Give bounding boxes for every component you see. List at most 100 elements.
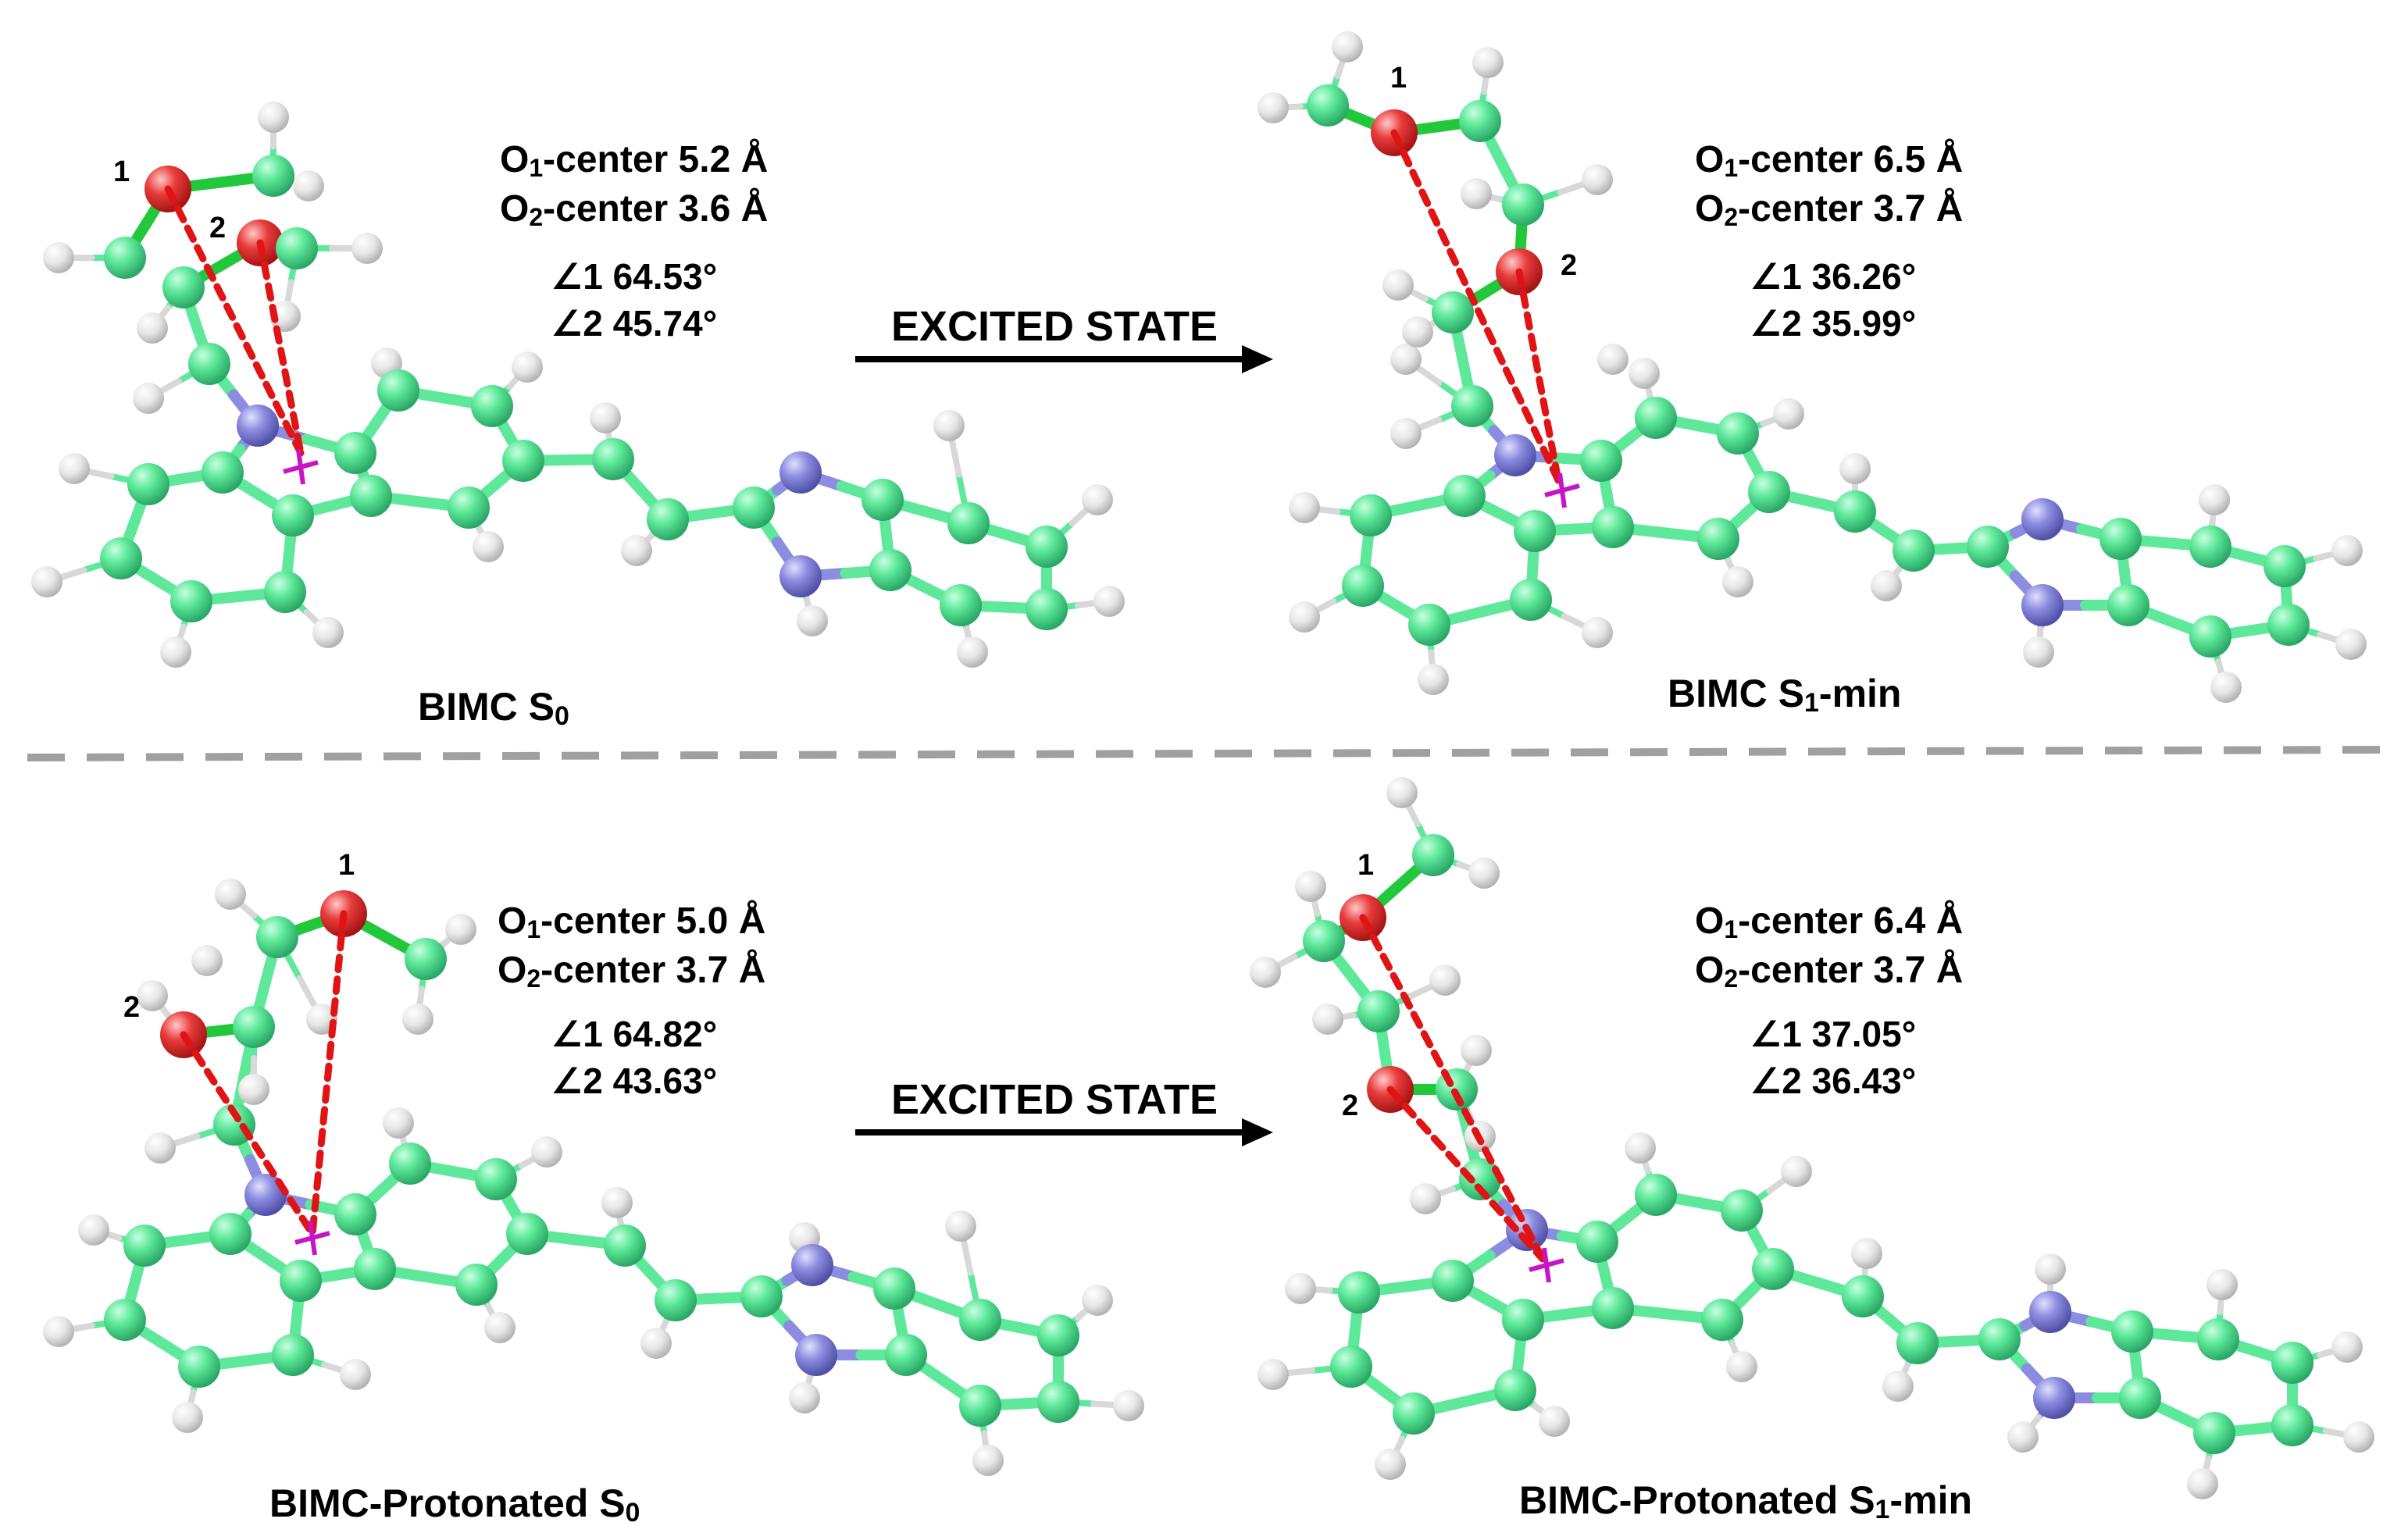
hydrogen-atom	[484, 1312, 515, 1343]
carbon-atom	[502, 440, 544, 482]
carbon-atom	[506, 1213, 548, 1255]
hydrogen-atom	[1285, 1273, 1316, 1304]
hydrogen-atom	[2199, 484, 2230, 515]
carbon-atom	[2119, 1377, 2161, 1419]
carbon-atom	[1303, 920, 1345, 962]
hydrogen-atom	[258, 102, 289, 133]
hydrogen-atom	[59, 453, 90, 484]
distance-dash-line	[1359, 914, 1546, 1263]
carbon-atom	[202, 451, 244, 494]
nitrogen-atom	[1494, 434, 1536, 476]
nitrogen-atom	[237, 405, 279, 447]
hydrogen-atom	[473, 531, 504, 562]
nitrogen-atom	[795, 1334, 837, 1376]
ring-center-marker	[283, 449, 319, 485]
nitrogen-atom	[244, 1174, 287, 1216]
carbon-atom	[1893, 529, 1935, 572]
hydrogen-atom	[445, 914, 476, 945]
hydrogen-atom	[1402, 316, 1433, 348]
oxygen-label-1: 1	[1390, 62, 1407, 94]
hydrogen-atom	[1332, 31, 1363, 62]
carbon-atom	[455, 1264, 498, 1306]
carbon-atom	[1967, 526, 2009, 568]
hydrogen-atom	[31, 566, 62, 597]
hydrogen-atom	[957, 636, 988, 668]
carbon-atom	[272, 1334, 314, 1376]
angle-1-value: ∠1 64.53°	[551, 256, 717, 297]
o2-center-distance: O2-center 3.7 Å	[1695, 949, 1963, 993]
carbon-atom	[1037, 1381, 1079, 1423]
carbon-atom	[1026, 588, 1068, 630]
hydrogen-atom	[1093, 586, 1125, 617]
hydrogen-atom	[1773, 398, 1804, 430]
oxygen-label-1: 1	[1357, 849, 1374, 882]
o2-center-distance: O2-center 3.7 Å	[498, 949, 765, 993]
panel-title: BIMC S0	[418, 685, 569, 731]
carbon-atom	[1580, 440, 1622, 482]
carbon-atom	[104, 237, 146, 279]
hydrogen-atom	[1726, 1351, 1757, 1382]
hydrogen-atom	[172, 1402, 203, 1433]
hydrogen-atom	[1289, 492, 1320, 523]
carbon-atom	[1432, 1260, 1474, 1302]
hydrogen-atom	[531, 1136, 562, 1168]
distance-dash-line	[309, 910, 348, 1238]
hydrogen-atom	[1629, 358, 1660, 389]
ring-center-marker	[1544, 472, 1580, 508]
carbon-atom	[873, 1267, 915, 1310]
carbon-atom	[940, 584, 982, 626]
carbon-atom	[1896, 1322, 1939, 1364]
carbon-atom	[1459, 1158, 1501, 1200]
angle-2-value: ∠2 43.63°	[551, 1061, 717, 1101]
carbon-atom	[1408, 604, 1450, 646]
carbon-atom	[334, 1193, 376, 1235]
excited-state-label: EXCITED STATE	[891, 1076, 1218, 1123]
hydrogen-atom	[1461, 178, 1492, 209]
hydrogen-atom	[293, 170, 324, 201]
angle-1-value: ∠1 37.05°	[1750, 1014, 1916, 1054]
carbon-atom	[1459, 100, 1501, 142]
carbon-atom	[209, 1213, 252, 1255]
nitrogen-atom	[2021, 584, 2064, 626]
molecule-structure	[1258, 31, 2367, 703]
carbon-atom	[1037, 1314, 1079, 1357]
hydrogen-atom	[1082, 1285, 1113, 1316]
hydrogen-atom	[601, 1187, 633, 1218]
carbon-atom	[1514, 510, 1556, 552]
nitrogen-atom	[2033, 1377, 2075, 1419]
hydrogen-atom	[789, 1382, 820, 1414]
hydrogen-atom	[340, 1359, 371, 1390]
carbon-atom	[947, 502, 990, 544]
carbon-atom	[2271, 1342, 2313, 1384]
carbon-atom	[350, 475, 392, 517]
carbon-atom	[272, 494, 314, 537]
hydrogen-atom	[1410, 1183, 1441, 1214]
carbon-atom	[405, 938, 447, 980]
hydrogen-atom	[933, 410, 965, 441]
carbon-atom	[959, 1299, 1001, 1341]
carbon-atom	[885, 1334, 927, 1376]
carbon-atom	[1576, 1221, 1618, 1263]
carbon-atom	[475, 1158, 517, 1200]
hydrogen-atom	[1839, 453, 1871, 484]
distance-dash-line	[180, 1031, 316, 1238]
nitrogen-atom	[2021, 498, 2064, 540]
carbon-atom	[1330, 1346, 1372, 1388]
hydrogen-atom	[1882, 1371, 1914, 1402]
hydrogen-atom	[1722, 566, 1753, 597]
carbon-atom	[1451, 385, 1493, 427]
hydrogen-atom	[1258, 92, 1289, 123]
hydrogen-atom	[972, 1445, 1004, 1476]
carbon-atom	[104, 1299, 146, 1341]
hydrogen-atom	[383, 1107, 414, 1139]
hydrogen-atom	[2035, 1253, 2066, 1285]
distance-dash-line	[1390, 129, 1562, 484]
hydrogen-atom	[590, 402, 621, 433]
hydrogen-atom	[1390, 418, 1422, 449]
carbon-atom	[252, 155, 294, 197]
hydrogen-atom	[2331, 535, 2363, 566]
hydrogen-atom	[43, 1316, 74, 1347]
hydrogen-atom	[144, 1132, 176, 1164]
panel-protonated-s0: O1-center 5.0 Å O2-center 3.7 Å ∠1 64.82…	[43, 849, 1144, 1528]
hydrogen-atom	[2187, 1468, 2218, 1499]
